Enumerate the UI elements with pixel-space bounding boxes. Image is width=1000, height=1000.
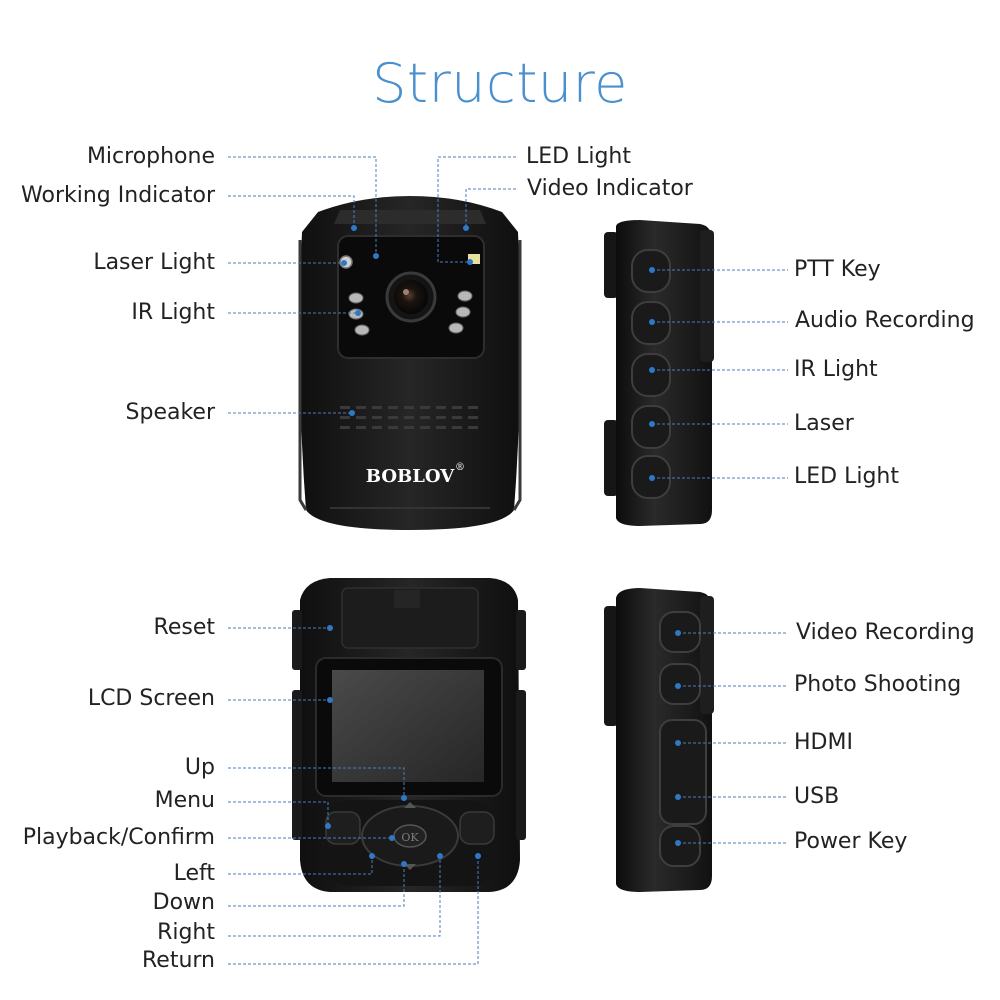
ir-led-group: [348, 290, 473, 336]
label-speaker: Speaker: [125, 400, 215, 425]
label-video-indicator: Video Indicator: [527, 176, 693, 201]
label-down: Down: [152, 890, 215, 915]
label-laser-side: Laser: [794, 411, 854, 436]
label-ir-light-front: IR Light: [131, 300, 215, 325]
speaker-grille: [340, 406, 478, 429]
label-return: Return: [141, 948, 215, 973]
label-ptt-key: PTT Key: [794, 257, 881, 282]
diagram-title: Structure: [372, 52, 628, 115]
label-microphone: Microphone: [86, 144, 215, 169]
label-lcd-screen: LCD Screen: [87, 686, 215, 711]
brand-registered-mark: ®: [455, 462, 465, 473]
label-audio-recording: Audio Recording: [795, 308, 975, 333]
callout-dots: [325, 225, 681, 867]
label-led-light-front: LED Light: [526, 144, 631, 169]
side-view-top-body: [604, 220, 714, 526]
led-light-lens: [468, 254, 480, 264]
label-playback-confirm: Playback/Confirm: [22, 825, 215, 850]
label-working-indicator: Working Indicator: [21, 183, 215, 208]
label-up: Up: [184, 755, 215, 780]
label-power-key: Power Key: [794, 829, 908, 854]
label-led-light-side: LED Light: [794, 464, 899, 489]
label-laser-light: Laser Light: [93, 250, 215, 275]
label-reset: Reset: [153, 615, 215, 640]
leader-lines: [228, 156, 788, 965]
clip-plate: [341, 587, 479, 649]
label-usb: USB: [794, 784, 840, 809]
back-camera-body: OK: [292, 578, 526, 892]
side-bottom-controls: [659, 611, 707, 867]
lcd-screen: [332, 670, 484, 782]
side-top-buttons: [631, 249, 671, 499]
label-hdmi: HDMI: [794, 730, 853, 755]
label-left: Left: [173, 861, 215, 886]
label-menu: Menu: [154, 788, 215, 813]
brand-logo: BOBLOV: [366, 466, 455, 487]
label-video-recording: Video Recording: [796, 620, 975, 645]
label-right: Right: [157, 920, 215, 945]
label-photo-shooting: Photo Shooting: [794, 672, 962, 697]
label-ir-light-side: IR Light: [794, 357, 878, 382]
front-camera-body: BOBLOV ®: [298, 196, 522, 530]
control-pad: OK: [325, 800, 495, 886]
side-view-bottom-body: [604, 588, 714, 892]
ok-button-label: OK: [401, 831, 419, 844]
